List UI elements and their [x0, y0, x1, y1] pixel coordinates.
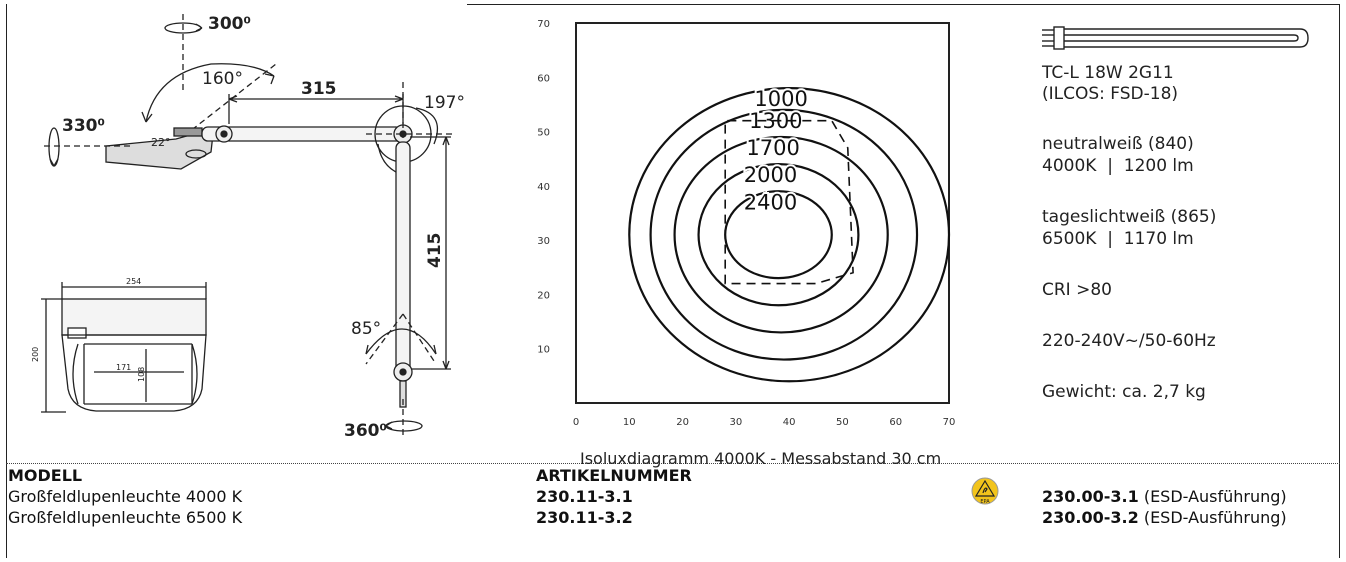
table-row-model: Großfeldlupenleuchte 6500 K [8, 508, 243, 527]
y-tick-label: 60 [537, 73, 550, 84]
tube-lamp-icon [1042, 26, 1309, 50]
chart-plot-frame [575, 22, 950, 404]
section-divider [6, 463, 1340, 464]
x-tick-label: 40 [783, 417, 796, 428]
isolux-level-label: 1700 [746, 136, 799, 160]
head-height-dim: 200 [31, 347, 40, 362]
isolux-level-label: 2400 [744, 190, 797, 214]
vertical-dimension: 415 [425, 233, 445, 269]
left-border [6, 4, 7, 558]
x-tick-label: 20 [676, 417, 689, 428]
rot-head-label: 330⁰ [62, 116, 105, 136]
spec-neutral-label: neutralweiß (840) [1042, 134, 1194, 154]
x-tick-label: 0 [573, 417, 579, 428]
spec-lamp-type: TC-L 18W 2G11 [1042, 63, 1174, 83]
y-tick-label: 70 [537, 19, 550, 30]
isolux-contour [673, 135, 889, 334]
measurement-area-outline [724, 119, 854, 285]
y-tick-label: 20 [537, 290, 550, 301]
isolux-contour [649, 108, 919, 361]
angle-joint-label: 197° [424, 93, 465, 113]
table-row-esd-article: 230.00-3.2 (ESD-Ausführung) [1042, 508, 1287, 527]
isolux-contour [628, 87, 951, 383]
isolux-contour [697, 163, 860, 307]
y-tick-label: 50 [537, 128, 550, 139]
angle-lower-label: 85° [351, 319, 381, 339]
rot-base-label: 360⁰ [344, 421, 387, 441]
table-row-esd-article: 230.00-3.1 (ESD-Ausführung) [1042, 487, 1287, 506]
right-border [1339, 4, 1340, 558]
table-row-article: 230.11-3.2 [536, 508, 633, 527]
y-tick-label: 30 [537, 236, 550, 247]
rot-top-label: 300⁰ [208, 14, 251, 34]
lens-width-dim: 171 [116, 363, 131, 372]
datasheet: 300⁰ 160° 22° 330⁰ 315 197° [6, 4, 1340, 558]
top-border [467, 4, 1340, 5]
y-tick-label: 40 [537, 182, 550, 193]
esd-badge-text: EPA [980, 499, 990, 505]
spec-ilcos: (ILCOS: FSD-18) [1042, 84, 1179, 104]
angle-small-label: 22° [151, 136, 171, 149]
spec-daylight-values: 6500K | 1170 lm [1042, 229, 1194, 249]
x-tick-label: 10 [623, 417, 636, 428]
isolux-level-label: 1000 [754, 87, 807, 111]
table-header-model: MODELL [8, 466, 83, 485]
x-tick-label: 50 [836, 417, 849, 428]
y-tick-label: 10 [537, 345, 550, 356]
angle-tilt-label: 160° [202, 69, 243, 89]
x-tick-label: 60 [889, 417, 902, 428]
spec-voltage: 220-240V~/50-60Hz [1042, 331, 1216, 351]
head-width-dim: 254 [126, 277, 141, 286]
esd-warning-icon: EPA [971, 477, 999, 505]
x-tick-label: 30 [729, 417, 742, 428]
lamp-technical-drawing: 300⁰ 160° 22° 330⁰ 315 197° [31, 14, 465, 441]
spec-weight: Gewicht: ca. 2,7 kg [1042, 382, 1206, 402]
lens-height-dim: 108 [137, 367, 146, 382]
table-row-article: 230.11-3.1 [536, 487, 633, 506]
isolux-caption: Isoluxdiagramm 4000K - Messabstand 30 cm [580, 449, 942, 468]
spec-daylight-label: tageslichtweiß (865) [1042, 207, 1217, 227]
table-header-article: ARTIKELNUMMER [536, 466, 692, 485]
isolux-level-label: 2000 [744, 163, 797, 187]
arm-dimension: 315 [301, 79, 337, 99]
table-row-model: Großfeldlupenleuchte 4000 K [8, 487, 243, 506]
spec-neutral-values: 4000K | 1200 lm [1042, 156, 1194, 176]
spec-cri: CRI >80 [1042, 280, 1112, 300]
x-tick-label: 70 [943, 417, 956, 428]
